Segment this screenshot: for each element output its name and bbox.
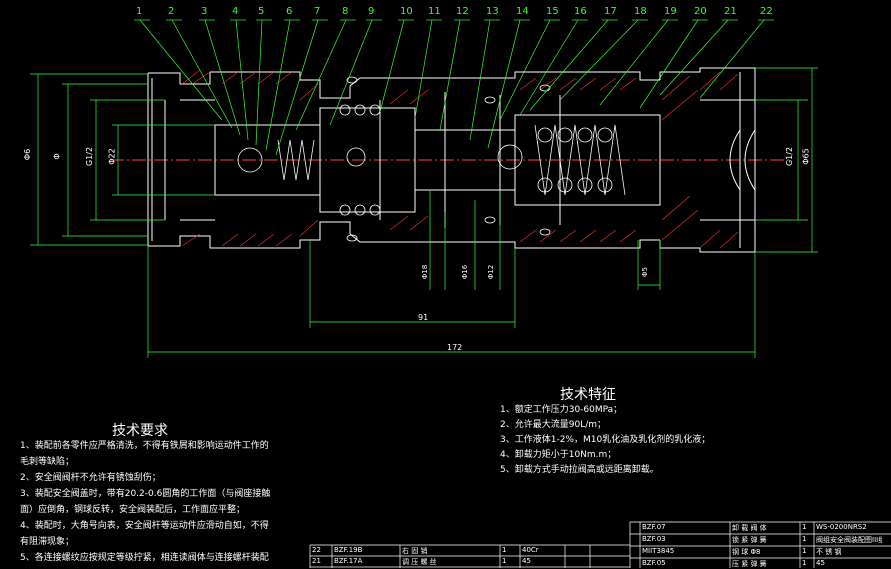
tech-req-list: 1、装配前各零件应严格清洗，不得有铁屑和影响运动件工作的 毛刺等缺陷； 2、安全阀… <box>20 440 271 563</box>
springs <box>277 104 626 216</box>
leader-line <box>559 19 639 101</box>
balloon-number: 3 <box>201 6 208 17</box>
balloon-number: 11 <box>428 6 441 17</box>
title-block-cell: MIIT3845 <box>642 547 675 555</box>
balloon-number: 12 <box>456 6 469 17</box>
leader-line <box>379 19 405 113</box>
leader-line <box>265 19 291 151</box>
tech-req-item: 4、装配时，大角号向表，安全阀杆等运动件应滑动自如，不得 <box>20 521 269 531</box>
title-block-cell: BZF.07 <box>642 523 666 531</box>
tech-spec-item: 4、卸载力矩小于10Nm.m； <box>500 450 617 460</box>
leader-line <box>414 19 433 119</box>
tech-req-item: 有阻滞现象； <box>20 537 75 547</box>
balloon-number: 18 <box>634 6 647 17</box>
leader-line <box>329 19 373 126</box>
tech-req-item: 5、各连接螺纹应按规定等级拧紧，相连读阀体与连接螺杆装配 <box>20 553 269 563</box>
leader-line <box>639 19 699 109</box>
tech-spec-item: 1、额定工作压力30-60MPa； <box>500 405 623 415</box>
tech-spec-item: 5、卸载方式手动拉阀高或远距离卸载。 <box>500 465 659 475</box>
balloon-number: 7 <box>314 6 321 17</box>
leader-line <box>499 19 551 121</box>
parts-table-cell: 1 <box>502 546 507 554</box>
leader-line <box>171 19 233 129</box>
tech-spec-item: 3、工作液体1-2%，M10乳化油及乳化剂的乳化液； <box>500 435 711 445</box>
tech-req-title: 技术要求 <box>112 423 168 439</box>
title-block-cell: 锁 紧 弹 簧 <box>732 536 767 544</box>
balloon-number: 14 <box>516 6 529 17</box>
balloon-number: 15 <box>546 6 559 17</box>
tech-spec-list: 1、额定工作压力30-60MPa； 2、允许最大流量90L/m； 3、工作液体1-2… <box>500 403 710 478</box>
title-block-cell: 压 紧 弹 簧 <box>732 560 767 568</box>
leader-line <box>529 19 609 111</box>
balloon-number: 20 <box>694 6 707 17</box>
title-block-cell: BZF.05 <box>642 559 666 567</box>
leader-line <box>699 19 765 99</box>
title-block-cell: 1 <box>802 523 807 531</box>
title-block-cell: 卸 载 阀 体 <box>732 524 767 532</box>
leader-line <box>295 19 347 131</box>
parts-table-cell: 45 <box>522 557 531 565</box>
parts-table-cell: 右 固 销 <box>402 547 428 555</box>
leader-line <box>255 19 263 146</box>
balloon-number: 8 <box>342 6 349 17</box>
tech-req-item: 毛刺等缺陷； <box>20 457 75 467</box>
title-block-cell: 45 <box>816 559 825 567</box>
balloon-number: 17 <box>604 6 617 17</box>
balloon-number: 19 <box>664 6 677 17</box>
parts-table-cell: 1 <box>502 557 507 565</box>
leader-line <box>519 19 579 116</box>
balls-and-seals <box>237 76 551 242</box>
parts-table-cell: 22 <box>312 546 321 554</box>
parts-table-cell: 40Cr <box>522 546 539 554</box>
dim-middle-length: 91 <box>418 313 429 322</box>
title-block-cell: 1 <box>802 547 807 555</box>
title-block-cell: BZF.03 <box>642 535 666 543</box>
leader-line <box>469 19 491 141</box>
parts-table-cell: 21 <box>312 557 321 565</box>
balloon-number: 1 <box>136 6 143 17</box>
tech-spec-title: 技术特征 <box>560 387 616 403</box>
balloon-number: 5 <box>258 6 265 17</box>
leader-line <box>439 19 461 131</box>
tech-req-item: 2、安全阀阀杆不允许有锈蚀刮伤； <box>20 473 161 483</box>
tech-spec-item: 2、允许最大流量90L/m； <box>500 420 606 430</box>
leader-line <box>275 19 319 156</box>
balloon-number: 6 <box>286 6 293 17</box>
balloon-number: 22 <box>760 6 773 17</box>
parts-table-cell: BZF.19B <box>334 546 363 554</box>
leader-line <box>487 19 521 149</box>
title-block-cell: 1 <box>802 535 807 543</box>
leader-line <box>659 19 729 96</box>
balloon-number: 13 <box>486 6 499 17</box>
balloon-number: 2 <box>168 6 175 17</box>
balloon-number: 21 <box>724 6 737 17</box>
balloon-leaders <box>134 19 774 156</box>
section-hatching <box>181 69 739 249</box>
leader-line <box>235 19 249 141</box>
balloon-number: 16 <box>574 6 587 17</box>
leader-line <box>599 19 669 106</box>
tech-req-item: 3、装配安全阀盖时，带有20.2-0.6圆角的工作面（与阀座接触 <box>20 489 271 499</box>
parts-table-cell: 调 压 螺 丝 <box>402 558 437 566</box>
leader-line <box>204 19 241 136</box>
balloon-number: 9 <box>368 6 375 17</box>
balloon-number: 10 <box>400 6 413 17</box>
parts-table-cell: BZF.17A <box>334 557 363 565</box>
title-block-cell: 钢 球 Φ8 <box>732 548 761 556</box>
title-block-cell: 1 <box>802 559 807 567</box>
balloon-number: 4 <box>232 6 239 17</box>
tech-req-item: 面）应倒角，钢球反转，安全阀装配后，工作面应平整； <box>20 505 246 515</box>
title-block-cell: WS-0200NRS2 <box>816 523 867 531</box>
leader-line <box>139 19 223 121</box>
tech-req-item: 1、装配前各零件应严格清洗，不得有铁屑和影响运动件工作的 <box>20 441 269 451</box>
title-block-cell: 阀组安全阀装配图III组 <box>816 536 882 544</box>
dim-overall-length: 172 <box>447 343 463 352</box>
title-block-cell: 不 锈 钢 <box>816 548 842 556</box>
dimension-lines <box>30 67 818 358</box>
